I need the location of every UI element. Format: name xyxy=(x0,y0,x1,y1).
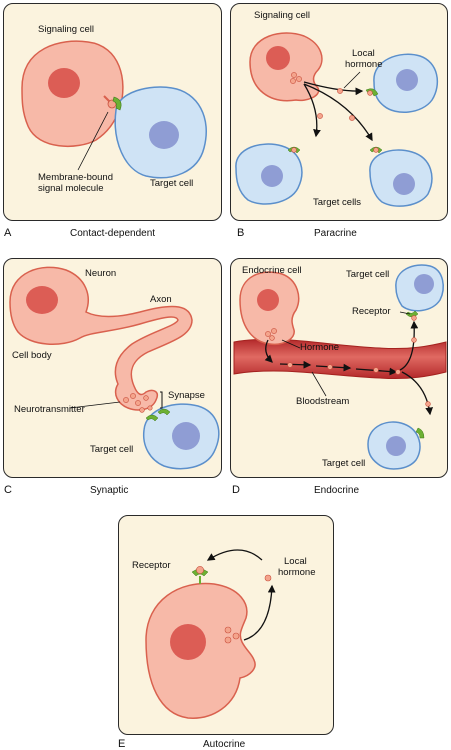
label-axon: Axon xyxy=(150,294,172,305)
label-target-cells-b: Target cells xyxy=(313,197,362,208)
autocrine-arrows xyxy=(206,549,276,641)
target-cell-d-top xyxy=(395,264,444,318)
autocrine-cell xyxy=(145,566,256,719)
label-signal-molecule-a: signal molecule xyxy=(38,183,104,194)
label-target-cell-d-bottom: Target cell xyxy=(322,458,366,469)
neuron xyxy=(9,266,193,413)
caption-autocrine: Autocrine xyxy=(203,739,246,750)
label-neuron: Neuron xyxy=(85,268,117,279)
caption-endocrine: Endocrine xyxy=(314,485,360,496)
paracrine-arrows xyxy=(303,81,373,142)
target-cell-b-right xyxy=(373,53,439,113)
label-membrane-bound-a: Membrane-bound xyxy=(38,172,113,183)
label-local-e: Local xyxy=(284,556,307,567)
endocrine-arrows xyxy=(264,320,434,416)
hormone-molecules-d xyxy=(287,315,431,407)
signaling-cell-b xyxy=(249,32,323,102)
letter-a: A xyxy=(4,227,12,239)
label-hormone-b: hormone xyxy=(345,59,383,70)
label-target-cell-a: Target cell xyxy=(150,178,194,189)
caption-contact-dependent: Contact-dependent xyxy=(70,228,156,239)
label-endocrine-cell: Endocrine cell xyxy=(242,265,302,276)
letter-c: C xyxy=(4,484,12,496)
target-cell-d-bottom xyxy=(367,421,425,470)
signaling-cell-a xyxy=(21,40,124,148)
label-local-b: Local xyxy=(352,48,375,59)
letter-d: D xyxy=(232,484,240,496)
local-hormone-molecules-b xyxy=(291,88,379,153)
label-target-cell-d-top: Target cell xyxy=(346,269,390,280)
letter-b: B xyxy=(237,227,245,239)
target-cell-b-bottom xyxy=(369,149,433,207)
label-receptor-e: Receptor xyxy=(132,560,171,571)
target-cell-b-left xyxy=(235,143,303,205)
target-cell-a xyxy=(114,86,207,179)
letter-e: E xyxy=(118,738,126,750)
caption-synaptic: Synaptic xyxy=(90,485,129,496)
membrane-bound-signal-molecule xyxy=(103,95,122,111)
label-signaling-cell-a: Signaling cell xyxy=(38,24,94,35)
caption-paracrine: Paracrine xyxy=(314,228,357,239)
label-target-cell-c: Target cell xyxy=(90,444,134,455)
label-signaling-cell-b: Signaling cell xyxy=(254,10,310,21)
label-hormone-e: hormone xyxy=(278,567,316,578)
label-neurotransmitter: Neurotransmitter xyxy=(14,404,85,415)
label-synapse: Synapse xyxy=(168,390,205,401)
label-cell-body: Cell body xyxy=(12,350,52,361)
label-receptor-d: Receptor xyxy=(352,306,391,317)
endocrine-cell xyxy=(239,271,300,346)
target-cell-c xyxy=(142,403,220,470)
label-bloodstream: Bloodstream xyxy=(296,396,350,407)
label-hormone-d: Hormone xyxy=(300,342,340,353)
